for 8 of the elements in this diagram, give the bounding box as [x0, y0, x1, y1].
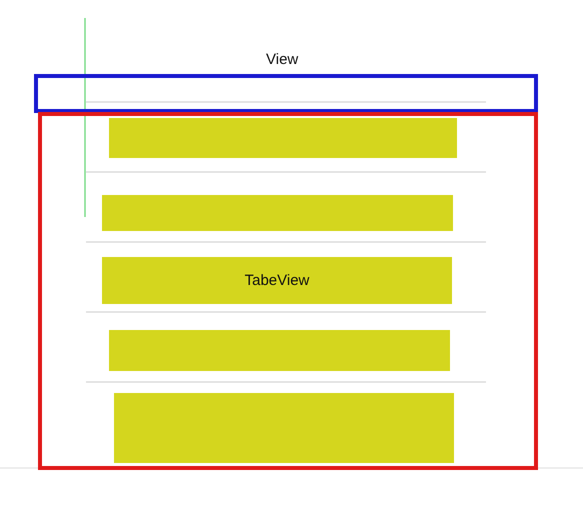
table-row-bar: [109, 330, 450, 371]
table-row-bar: [102, 195, 453, 231]
table-row-bar: [114, 393, 454, 463]
table-row-bar: TabeView: [102, 257, 452, 304]
view-title: View: [266, 51, 298, 68]
table-row-bar: [109, 118, 457, 158]
table-frame: [38, 112, 538, 470]
header-frame: [34, 74, 538, 113]
